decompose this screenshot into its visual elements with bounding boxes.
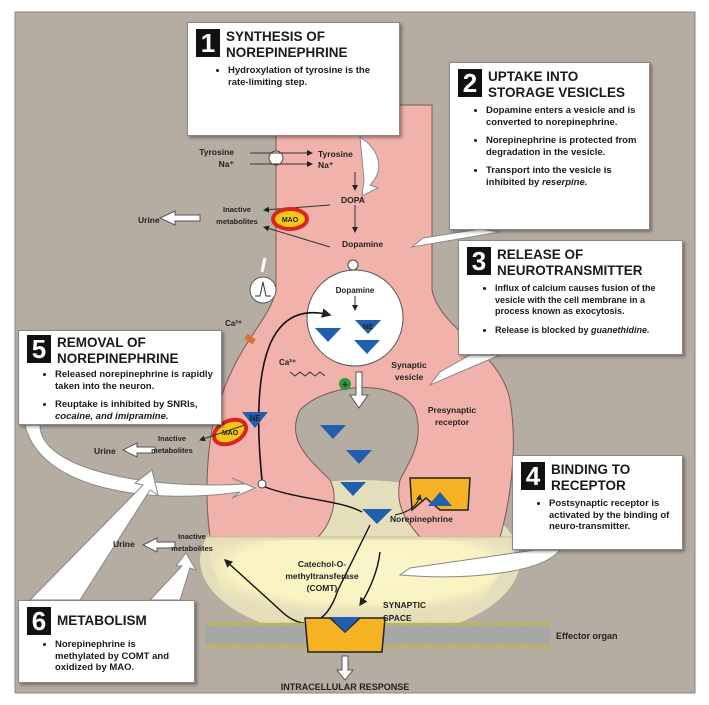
svg-text:+: + bbox=[342, 380, 348, 391]
diagram-labels: Tyrosine Na⁺ Tyrosine Na⁺ DOPA Dopamine … bbox=[94, 147, 618, 692]
svg-text:Dopamine: Dopamine bbox=[342, 239, 383, 249]
svg-text:metabolites: metabolites bbox=[171, 544, 213, 553]
bullet: Norepinephrine is methylated by COMT and… bbox=[55, 639, 186, 674]
callout-title: REMOVAL OF NOREPINEPHRINE bbox=[57, 335, 179, 366]
svg-text:Urine: Urine bbox=[113, 539, 135, 549]
ne-triangle bbox=[354, 340, 380, 354]
svg-text:(COMT): (COMT) bbox=[307, 583, 338, 593]
ne-triangle bbox=[355, 320, 381, 334]
step-number: 6 bbox=[27, 607, 51, 635]
tyrosine-transporter bbox=[268, 150, 284, 166]
svg-text:Urine: Urine bbox=[138, 215, 160, 225]
action-potential-icon bbox=[249, 276, 277, 304]
svg-text:Tyrosine: Tyrosine bbox=[199, 147, 234, 157]
step-number: 3 bbox=[467, 247, 491, 275]
svg-text:SPACE: SPACE bbox=[383, 613, 412, 623]
calcium-activation-icon bbox=[339, 378, 351, 390]
svg-text:metabolites: metabolites bbox=[151, 446, 193, 455]
svg-text:receptor: receptor bbox=[435, 417, 470, 427]
bullet: Dopamine enters a vesicle and is convert… bbox=[486, 105, 641, 128]
svg-text:Urine: Urine bbox=[94, 446, 116, 456]
callout-title: METABOLISM bbox=[57, 613, 147, 628]
synaptic-vesicle bbox=[306, 269, 404, 367]
svg-text:Presynaptic: Presynaptic bbox=[428, 405, 476, 415]
mao-mitochondrion bbox=[271, 207, 309, 231]
bullet: Influx of calcium causes fusion of the v… bbox=[495, 283, 674, 318]
svg-text:Effector organ: Effector organ bbox=[556, 631, 618, 641]
bullet: Norepinephrine is protected from degrada… bbox=[486, 135, 641, 158]
exocytosis-arrow bbox=[349, 371, 369, 409]
svg-text:methyltransferase: methyltransferase bbox=[285, 571, 359, 581]
callout-title: UPTAKE INTO STORAGE VESICLES bbox=[488, 69, 626, 100]
callout-title: BINDING TO RECEPTOR bbox=[551, 462, 631, 493]
svg-text:vesicle: vesicle bbox=[395, 372, 424, 382]
norepinephrine-molecule bbox=[362, 509, 392, 524]
bullet: Transport into the vesicle is inhibited … bbox=[486, 165, 641, 188]
svg-text:DOPA: DOPA bbox=[341, 195, 365, 205]
svg-text:Norepinephrine: Norepinephrine bbox=[390, 514, 453, 524]
svg-text:MAO: MAO bbox=[222, 430, 239, 437]
bullet: Release is blocked by guanethidine. bbox=[495, 325, 674, 337]
step-number: 4 bbox=[521, 462, 545, 490]
svg-text:Inactive: Inactive bbox=[178, 532, 206, 541]
svg-text:MAO: MAO bbox=[282, 217, 299, 224]
callout-metabolism: 6 METABOLISM Norepinephrine is methylated… bbox=[18, 600, 195, 683]
svg-text:NE: NE bbox=[363, 322, 373, 331]
step-number: 2 bbox=[458, 69, 482, 97]
svg-text:NE: NE bbox=[249, 414, 261, 423]
svg-text:Inactive: Inactive bbox=[158, 434, 186, 443]
svg-text:Na⁺: Na⁺ bbox=[318, 160, 334, 170]
svg-text:SYNAPTIC: SYNAPTIC bbox=[383, 600, 426, 610]
callout-title: SYNTHESIS OF NOREPINEPHRINE bbox=[226, 29, 348, 60]
postsynaptic-receptor bbox=[304, 617, 386, 653]
bullet: Released norepinephrine is rapidly taken… bbox=[55, 369, 213, 392]
calcium-channel bbox=[244, 333, 256, 345]
ne-triangle bbox=[315, 328, 341, 342]
svg-text:Ca²⁺: Ca²⁺ bbox=[279, 358, 296, 367]
step-number: 5 bbox=[27, 335, 51, 363]
urine-arrow bbox=[158, 210, 201, 226]
step-number: 1 bbox=[196, 29, 220, 57]
bullet: Hydroxylation of tyrosine is the rate-li… bbox=[228, 65, 391, 88]
svg-text:INTRACELLULAR RESPONSE: INTRACELLULAR RESPONSE bbox=[281, 682, 410, 692]
svg-text:metabolites: metabolites bbox=[216, 217, 258, 226]
ne-reuptake-triangle bbox=[242, 412, 268, 428]
callout-title: RELEASE OF NEUROTRANSMITTER bbox=[497, 247, 643, 278]
svg-text:Dopamine: Dopamine bbox=[336, 286, 375, 295]
svg-text:Tyrosine: Tyrosine bbox=[318, 149, 353, 159]
svg-text:Inactive: Inactive bbox=[223, 205, 251, 214]
svg-text:Na⁺: Na⁺ bbox=[219, 159, 235, 169]
svg-text:Ca²⁺: Ca²⁺ bbox=[225, 319, 242, 328]
svg-text:Catechol-O-: Catechol-O- bbox=[298, 559, 346, 569]
bullet: Reuptake is inhibited by SNRIs, cocaine,… bbox=[55, 399, 213, 422]
bullet: Postsynaptic receptor is activated by th… bbox=[549, 498, 674, 533]
svg-text:Synaptic: Synaptic bbox=[391, 360, 427, 370]
